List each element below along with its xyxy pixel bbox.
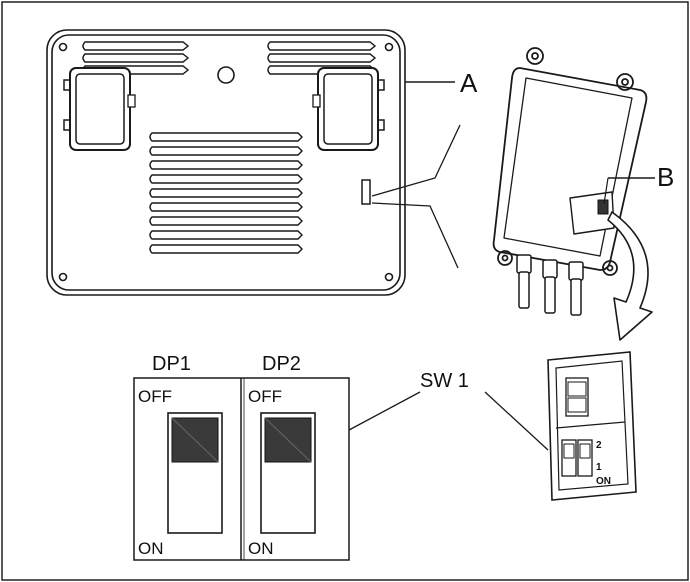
module-b	[492, 47, 648, 276]
dp1-switch	[167, 412, 223, 534]
label-a: A	[460, 68, 478, 98]
sw1-leaders	[348, 391, 549, 451]
curved-arrow	[607, 211, 653, 341]
cable-glands	[516, 254, 584, 316]
dp1-on-label: ON	[138, 539, 164, 558]
dp2-off-label: OFF	[248, 387, 282, 406]
label-b: B	[657, 162, 674, 192]
dp1-off-label: OFF	[138, 387, 172, 406]
center-vents	[149, 132, 303, 254]
small-switch-on-label: ON	[596, 476, 611, 487]
label-dp1: DP1	[152, 353, 191, 375]
label-dp2: DP2	[262, 353, 301, 375]
dp2-on-label: ON	[248, 539, 274, 558]
right-bracket	[312, 67, 385, 151]
left-bracket	[63, 67, 136, 151]
callout-lines	[371, 124, 461, 269]
switch-detail-panel	[547, 351, 637, 501]
dp2-switch	[260, 412, 316, 534]
leader-b-tip	[603, 177, 609, 205]
small-switch-num-2: 2	[596, 440, 602, 451]
dip-switch-slot	[361, 179, 371, 205]
label-sw1: SW 1	[420, 370, 469, 392]
small-switch-num-1: 1	[596, 462, 602, 473]
